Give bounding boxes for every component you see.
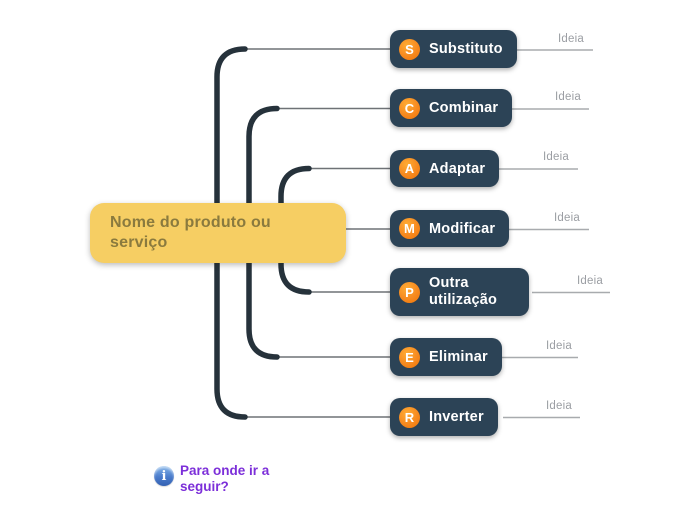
topic-substituto[interactable]: S Substituto [390, 30, 517, 68]
letter-badge: R [399, 406, 420, 428]
idea-placeholder[interactable]: Ideia [554, 212, 580, 224]
letter-badge: C [399, 97, 420, 119]
topic-outra-utilizacao[interactable]: P Outra utilização [390, 268, 529, 316]
topic-label: Inverter [429, 409, 484, 425]
info-icon: i [154, 466, 174, 486]
topic-eliminar[interactable]: E Eliminar [390, 338, 502, 376]
topic-label: Substituto [429, 41, 503, 57]
letter-badge: M [399, 218, 420, 239]
topic-adaptar[interactable]: A Adaptar [390, 150, 500, 187]
hint-label: Para onde ir a seguir? [180, 463, 270, 495]
idea-placeholder[interactable]: Ideia [546, 340, 572, 352]
central-topic-label: Nome do produto ou serviço [110, 214, 271, 251]
topic-label: Modificar [429, 220, 496, 237]
topic-combinar[interactable]: C Combinar [390, 89, 513, 127]
idea-placeholder[interactable]: Ideia [546, 400, 572, 412]
letter-badge: A [399, 158, 420, 179]
next-steps-hint[interactable]: i Para onde ir a seguir? [154, 463, 284, 495]
idea-placeholder[interactable]: Ideia [558, 33, 584, 45]
idea-placeholder[interactable]: Ideia [543, 151, 569, 163]
letter-badge: E [399, 346, 420, 368]
topic-modificar[interactable]: M Modificar [390, 210, 510, 247]
letter-badge: P [399, 281, 420, 303]
topic-label: Combinar [429, 100, 499, 116]
topic-label: Outra utilização [429, 275, 498, 308]
topic-label: Adaptar [429, 160, 486, 177]
topic-inverter[interactable]: R Inverter [390, 398, 498, 436]
idea-placeholder[interactable]: Ideia [577, 275, 603, 287]
idea-placeholder[interactable]: Ideia [555, 91, 581, 103]
central-topic[interactable]: Nome do produto ou serviço [90, 203, 346, 263]
topic-label: Eliminar [429, 349, 488, 365]
letter-badge: S [399, 38, 420, 60]
